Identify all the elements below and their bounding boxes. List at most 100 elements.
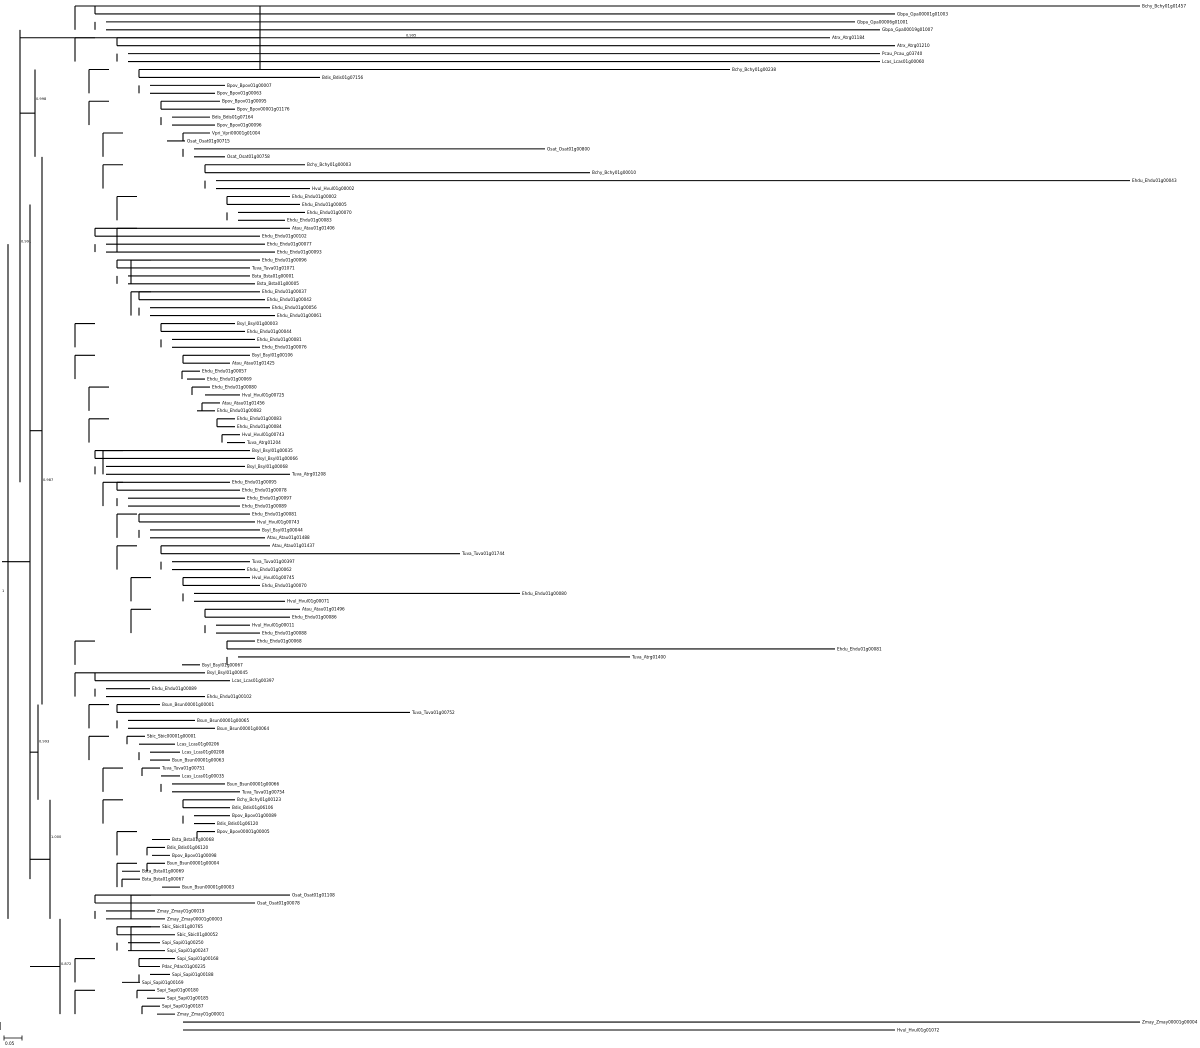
tip-label: Zmay_Zmay00001g00003 xyxy=(167,916,223,921)
tip-label: Bsta_Bsta01g00069 xyxy=(142,869,184,874)
support-label: 0.991 xyxy=(21,240,31,244)
tree-branches xyxy=(0,5,1140,1031)
tip-label: Hvul_Hvul01g00071 xyxy=(287,599,330,604)
tip-label: Bdis_Bdis01g07156 xyxy=(322,75,363,80)
tip-label: Ehdu_Ehdu01g00057 xyxy=(202,369,247,374)
tip-label: Hvul_Hvul01g00743 xyxy=(257,519,300,524)
tip-label: Bsta_Bsta01g00067 xyxy=(142,877,184,882)
tip-label: Ehdu_Ehdu01g00093 xyxy=(277,249,322,254)
tip-label: Ehdu_Ehdu01g00070 xyxy=(307,210,352,215)
tip-label: Tuva_Atrg01208 xyxy=(291,472,326,477)
tip-label: Tuva_Tuva01g00751 xyxy=(161,765,205,770)
tip-label: Tuva_Tuva01g01071 xyxy=(251,265,295,270)
tip-label: Lcas_Lcas01g00206 xyxy=(177,742,220,747)
tip-label: Ehdu_Ehdu01g00061 xyxy=(277,313,322,318)
tip-label: Sapi_Sapi01g00187 xyxy=(162,1004,204,1009)
tip-label: Bdis_Bdis01g07164 xyxy=(212,115,253,120)
tip-label: Sapi_Sapi01g00168 xyxy=(177,956,219,961)
tip-label: Osat_Osat01g00758 xyxy=(227,154,270,159)
tip-label: Bchy_Bchy01g01457 xyxy=(1142,3,1186,8)
tip-label: Ehdu_Ehdu01g00076 xyxy=(262,345,307,350)
tip-label: Ehdu_Ehdu01g00089 xyxy=(242,503,287,508)
tip-label: Bsta_Bsta01g00068 xyxy=(172,837,214,842)
tip-label: Tuva_Tuva01g00754 xyxy=(241,789,285,794)
tip-label: Hvul_Hvul01g00743 xyxy=(242,432,285,437)
tip-label: Sbic_Sbic01g00052 xyxy=(177,932,218,937)
tip-label: Atau_Atau01g01488 xyxy=(267,535,310,540)
tip-label: Bsun_Bsun00001g00064 xyxy=(217,726,269,731)
tip-label: Atau_Atau01g01406 xyxy=(292,226,335,231)
tip-label: Tuva_Atrg01204 xyxy=(246,440,281,445)
tip-label: Hvul_Hvul01g01072 xyxy=(897,1027,940,1032)
tip-label: Ehdu_Ehdu01g00044 xyxy=(247,329,292,334)
tip-label: Sapi_Sapi01g00188 xyxy=(172,972,214,977)
tip-label: Bdis_Bdis01g06106 xyxy=(232,805,273,810)
tip-label: Ehdu_Ehdu01g00081 xyxy=(257,337,302,342)
tip-label: Hvul_Hvul01g00011 xyxy=(252,623,295,628)
tip-label: Bsun_Bsun00001g00004 xyxy=(167,861,219,866)
tip-label: Sapi_Sapi01g00180 xyxy=(157,988,199,993)
tip-label: Bchy_Bchy01g00003 xyxy=(307,162,351,167)
root-support: 1 xyxy=(2,589,4,593)
tip-label: Pcau_Pcau_g03740 xyxy=(882,51,923,56)
tip-label: Hvul_Hvul01g00725 xyxy=(242,392,285,397)
tip-label: Bsun_Bsun00001g00065 xyxy=(197,718,249,723)
tip-label: Pdac_Pdac01g00235 xyxy=(162,964,206,969)
tip-label: Bsyl_Bsyl01g00045 xyxy=(207,670,248,675)
tip-label: Bsyl_Bsyl01g00106 xyxy=(252,353,293,358)
tip-label: Bsyl_Bsyl01g00066 xyxy=(257,456,298,461)
tip-label: Tuva_Tuva01g01744 xyxy=(461,551,505,556)
tip-label: Zmay_Zmay00001g00004 xyxy=(1142,1019,1198,1024)
tip-label: Osat_Osat01g01108 xyxy=(292,892,335,897)
tip-label: Ehdu_Ehdu01g00086 xyxy=(292,615,337,620)
tip-label: Ehdu_Ehdu01g00005 xyxy=(302,202,347,207)
tip-label: Bsyl_Bsyl01g00067 xyxy=(202,662,243,667)
tip-label: Ehdu_Ehdu01g00096 xyxy=(262,257,307,262)
support-label: 0.987 xyxy=(43,478,53,482)
tip-label: Bsun_Bsun00001g00066 xyxy=(227,781,279,786)
tip-label: Ehdu_Ehdu01g00070 xyxy=(262,583,307,588)
tip-label: Lcas_Lcas01g00208 xyxy=(182,750,225,755)
tip-label: Bdis_Bdis01g06120 xyxy=(167,845,208,850)
tip-label: Ehdu_Ehdu01g00084 xyxy=(237,424,282,429)
tip-label: Vpri_Vpri00001g01004 xyxy=(212,130,261,135)
tip-label: Bpov_Bpov00001g01176 xyxy=(237,107,290,112)
tip-label: Bpov_Bpov01g00089 xyxy=(232,813,277,818)
tip-label: Osat_Osat01g00800 xyxy=(547,146,590,151)
tip-label: Lcas_Lcas01g00397 xyxy=(232,678,275,683)
tip-label: Bsyl_Bsyl01g00003 xyxy=(237,321,278,326)
tip-label: Osat_Osat01g00715 xyxy=(187,138,230,143)
tip-label: Lcas_Lcas01g00060 xyxy=(882,59,925,64)
tip-label: Ehdu_Ehdu01g00056 xyxy=(272,305,317,310)
tip-label: Bsyl_Bsyl01g00068 xyxy=(247,464,288,469)
tip-label: Bsun_Bsun00001g00003 xyxy=(182,885,234,890)
tip-label: Ehdu_Ehdu01g00080 xyxy=(212,384,257,389)
tip-label: Bpov_Bpov01g00096 xyxy=(217,122,262,127)
tip-label: Sbic_Sbic01g00765 xyxy=(162,924,203,929)
tip-label: Bchy_Bchy01g00123 xyxy=(237,797,281,802)
tip-label: Lcas_Lcas01g00035 xyxy=(182,773,225,778)
tip-label: Tuva_Atrg01400 xyxy=(631,654,666,659)
tip-label: Ehdu_Ehdu01g00068 xyxy=(257,638,302,643)
tip-label: Ehdu_Ehdu01g00080 xyxy=(522,591,567,596)
tip-label: Bchy_Bchy01g00238 xyxy=(732,67,776,72)
tip-label: Bsta_Bsta01g00005 xyxy=(257,281,299,286)
tip-label: Bsun_Bsun00001g00001 xyxy=(162,702,214,707)
tip-label: Osat_Osat01g00078 xyxy=(257,900,300,905)
tip-label: Gbpa_Gpa00001g01003 xyxy=(897,11,948,16)
tip-label: Atrx_Atrg01210 xyxy=(897,43,930,48)
tip-label: Bchy_Bchy01g00010 xyxy=(592,170,636,175)
tip-label: Tuva_Tuva01g00752 xyxy=(411,710,455,715)
tip-label: Zmay_Zmay01g00001 xyxy=(177,1012,225,1017)
tip-label: Ehdu_Ehdu01g00042 xyxy=(267,297,312,302)
tip-label: Atau_Atau01g01437 xyxy=(272,543,315,548)
tip-label: Atau_Atau01g01456 xyxy=(222,400,265,405)
tip-label: Ehdu_Ehdu01g00083 xyxy=(237,416,282,421)
tip-label: Ehdu_Ehdu01g00078 xyxy=(242,488,287,493)
tip-label: Atau_Atau01g01496 xyxy=(302,607,345,612)
tip-label: Bpov_Bpov01g00007 xyxy=(227,83,272,88)
tip-label: Gbpa_Gpa00006g01001 xyxy=(857,19,908,24)
tip-label: Ehdu_Ehdu01g00082 xyxy=(217,408,262,413)
scale-bar-label: 0.05 xyxy=(5,1041,15,1046)
